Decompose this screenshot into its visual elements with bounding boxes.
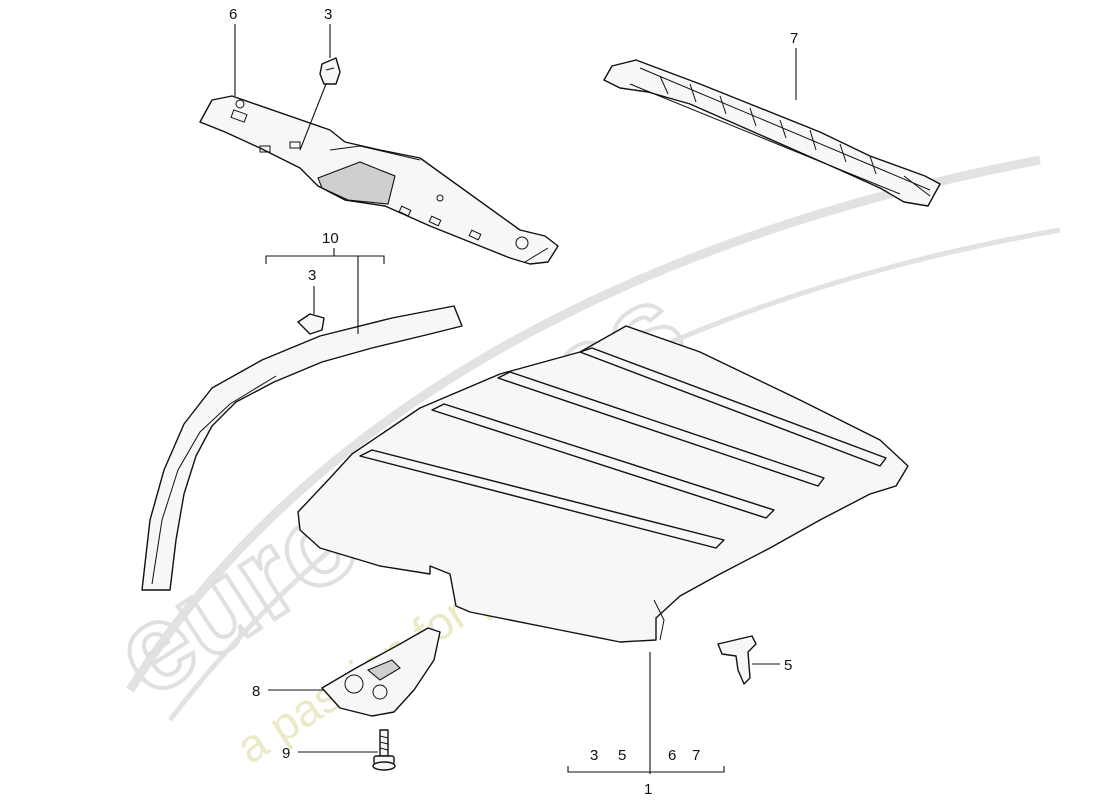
callout-group1-3: 3 [590,747,598,764]
callout-3-top: 3 [324,6,332,23]
callout-group1-6: 6 [668,747,676,764]
watermark-swoosh [126,155,1041,693]
part-1-headliner [297,325,909,643]
part-8-visor-mount [321,627,441,717]
callout-9: 9 [282,745,290,762]
callout-1: 1 [644,781,652,798]
part-5-bracket [717,635,757,685]
part-6-header-trim [199,95,559,265]
callout-7: 7 [790,30,798,47]
callout-group1-5: 5 [618,747,626,764]
callout-8: 8 [252,683,260,700]
callout-labels: 6 3 7 10 3 5 8 9 3 5 6 7 1 [229,6,798,798]
leader-lines [234,24,797,774]
callout-5: 5 [784,657,792,674]
part-7-rear-trim [603,59,941,207]
part-9-screw [372,729,396,771]
part-10-pillar-trim [141,305,463,591]
callout-10: 10 [322,230,339,247]
callout-group1-7: 7 [692,747,700,764]
part-3-clip-left [297,313,325,335]
callout-3-clip: 3 [308,267,316,284]
callout-6: 6 [229,6,237,23]
part-3-clip-top [319,57,341,85]
